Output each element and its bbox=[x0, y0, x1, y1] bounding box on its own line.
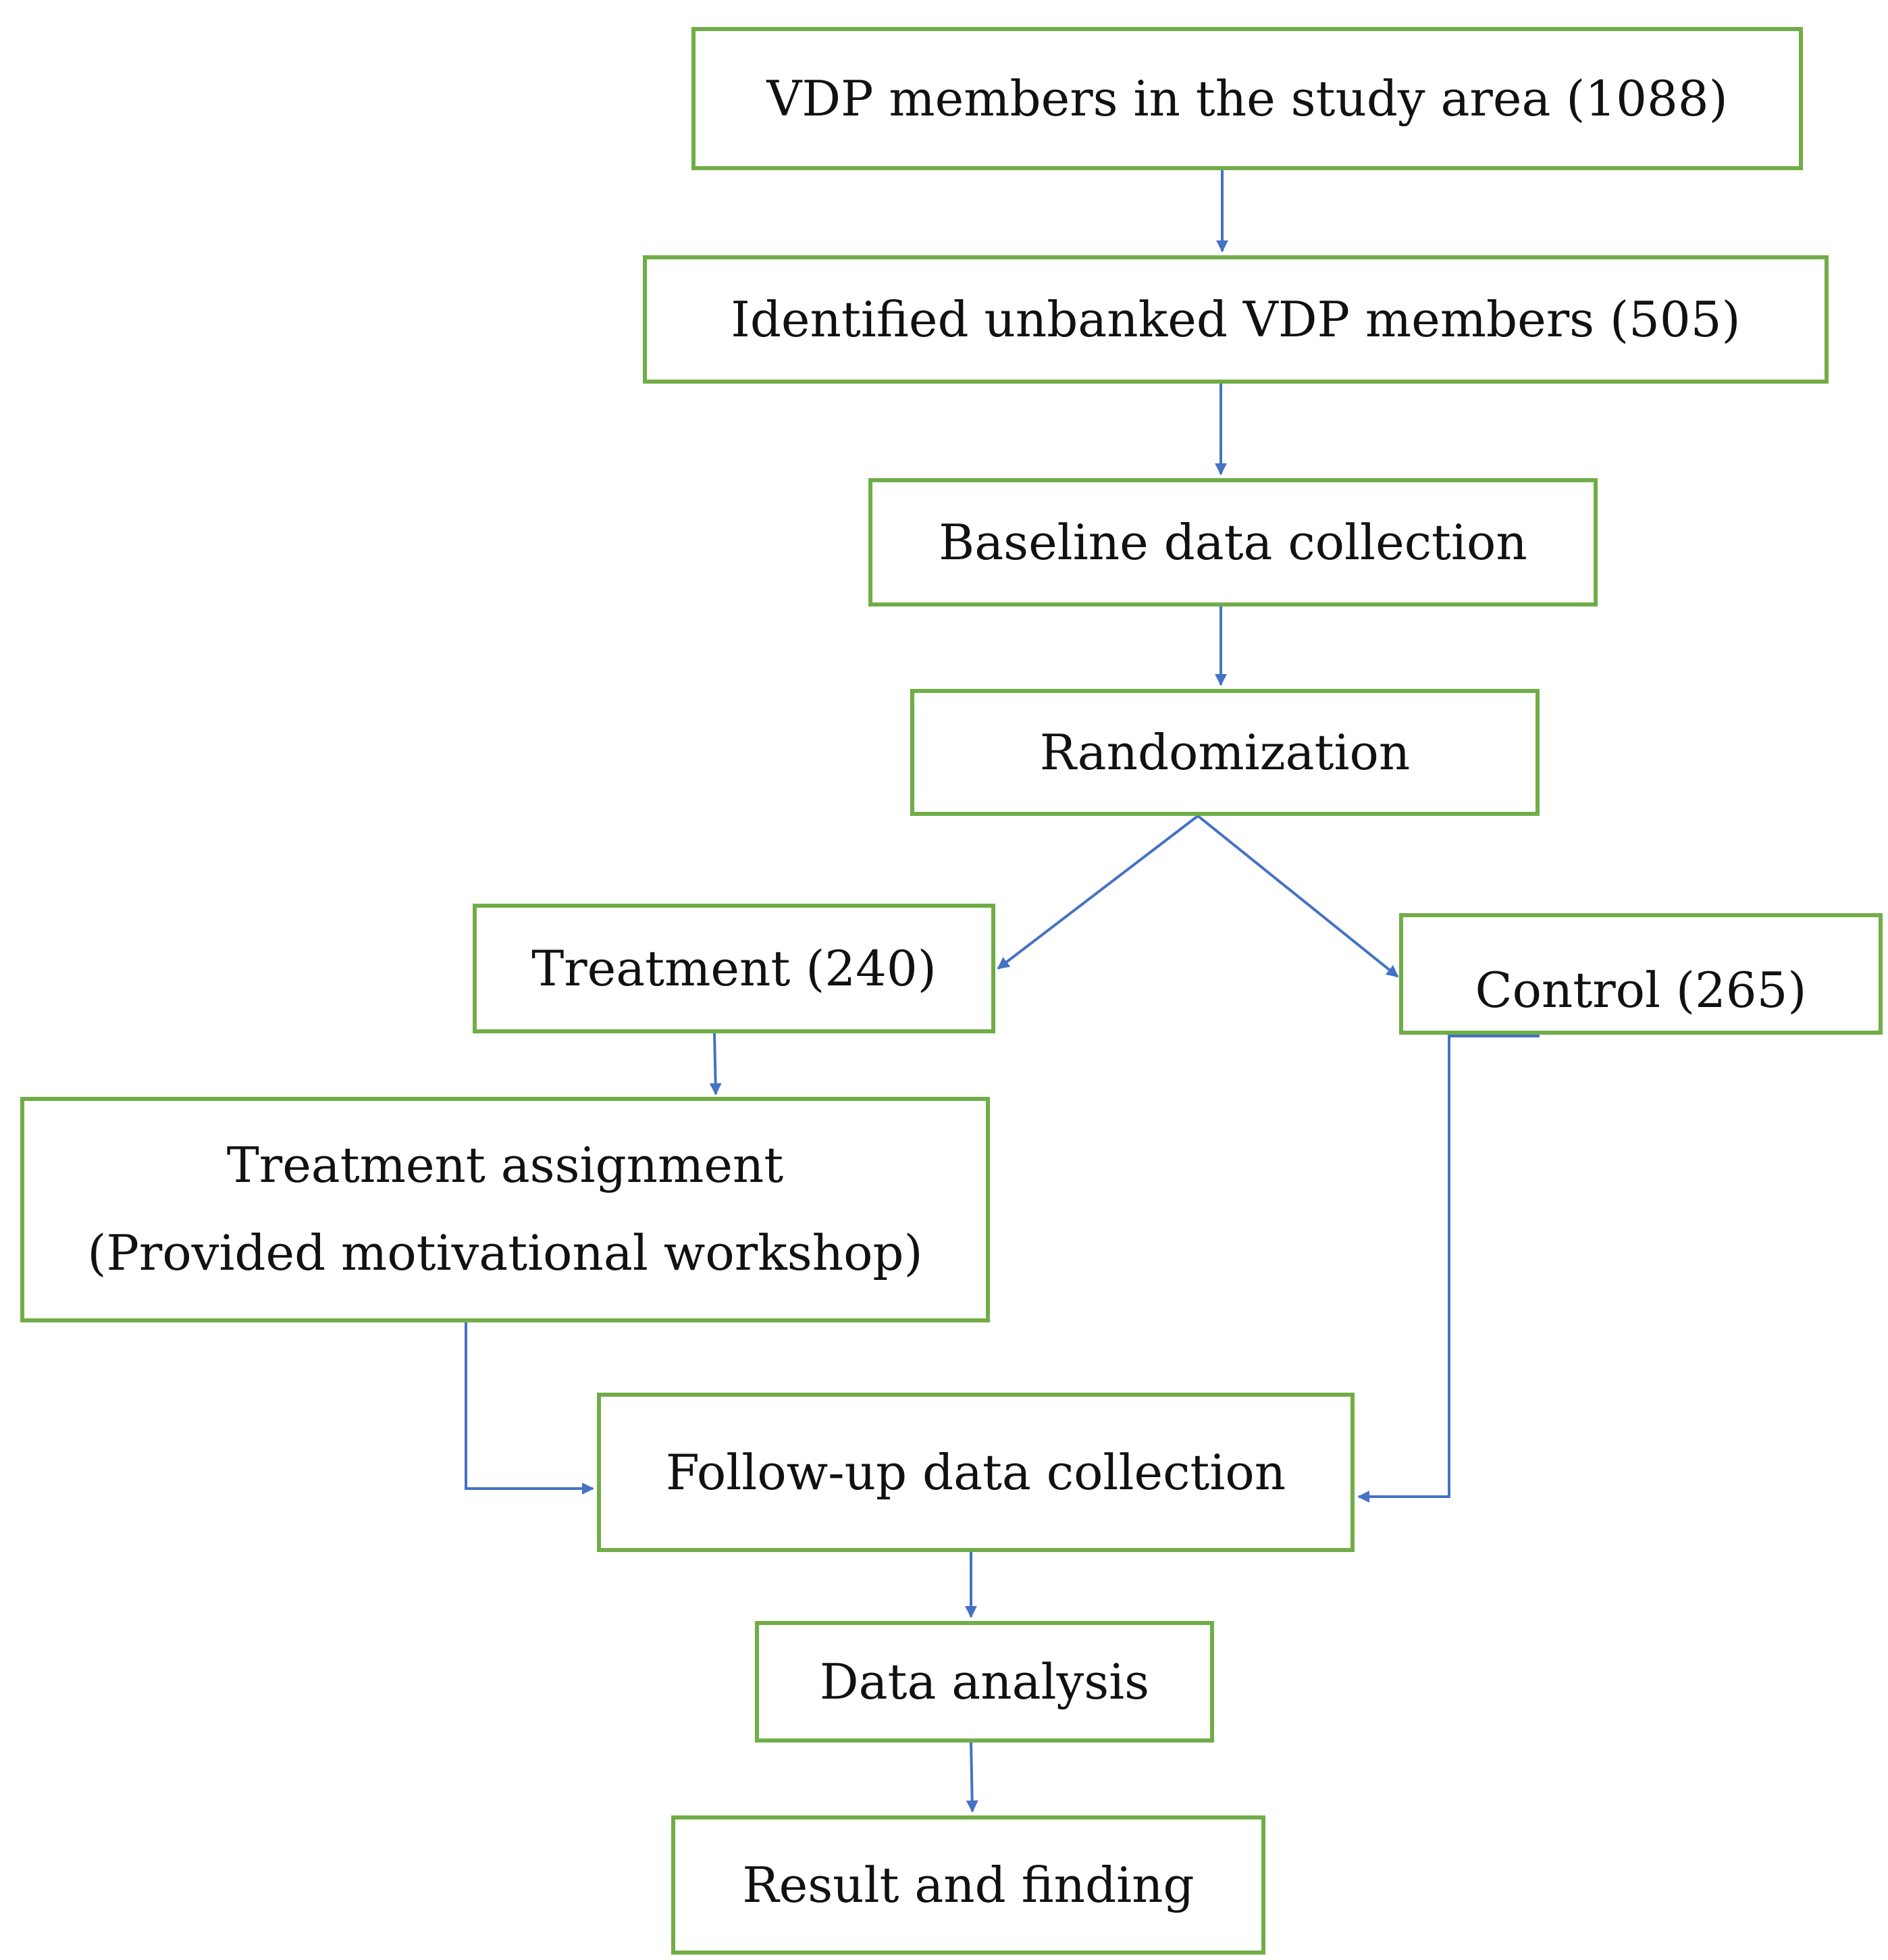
data-analysis-box: Data analysis bbox=[755, 1621, 1214, 1743]
randomization-box: Randomization bbox=[910, 689, 1540, 816]
arrow-randomization-to-control bbox=[1197, 815, 1399, 978]
unbanked-members-label: Identified unbanked VDP members (505) bbox=[731, 290, 1741, 348]
control-box: Control (265) bbox=[1399, 913, 1883, 1035]
follow-up-collection-box: Follow-up data collection bbox=[597, 1393, 1355, 1552]
treatment-assignment-title: Treatment assignment bbox=[226, 1137, 784, 1194]
treatment-assignment-detail: (Provided motivational workshop) bbox=[87, 1224, 923, 1281]
baseline-collection-box: Baseline data collection bbox=[868, 478, 1598, 607]
vdp-members-box: VDP members in the study area (1088) bbox=[691, 27, 1803, 170]
randomization-label: Randomization bbox=[1039, 723, 1411, 781]
treatment-assignment-box: Treatment assignment (Provided motivatio… bbox=[20, 1097, 990, 1322]
treatment-label: Treatment (240) bbox=[531, 939, 937, 997]
arrow-analysis-to-result bbox=[966, 1742, 978, 1813]
follow-up-collection-label: Follow-up data collection bbox=[665, 1443, 1286, 1501]
baseline-collection-label: Baseline data collection bbox=[939, 513, 1527, 571]
arrow-randomization-to-treatment bbox=[997, 815, 1199, 970]
control-label: Control (265) bbox=[1475, 962, 1807, 1019]
data-analysis-label: Data analysis bbox=[819, 1653, 1150, 1710]
treatment-box: Treatment (240) bbox=[473, 904, 995, 1033]
arrow-control-to-followup bbox=[1357, 1035, 1540, 1503]
result-box: Result and finding bbox=[671, 1815, 1265, 1955]
result-label: Result and finding bbox=[742, 1856, 1195, 1913]
arrow-treatment-to-assignment bbox=[709, 1033, 722, 1095]
vdp-members-label: VDP members in the study area (1088) bbox=[766, 70, 1728, 127]
unbanked-members-box: Identified unbanked VDP members (505) bbox=[643, 255, 1829, 384]
arrow-assignment-to-followup bbox=[465, 1322, 594, 1495]
